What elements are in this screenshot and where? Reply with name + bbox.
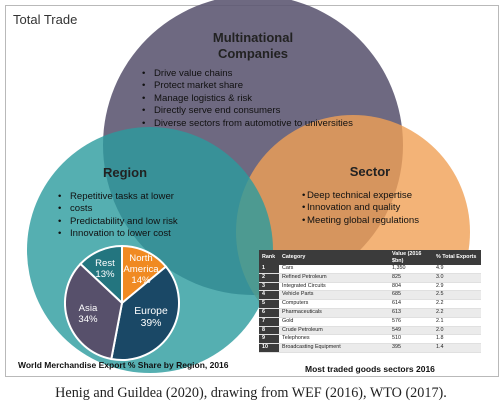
value-cell: 614 bbox=[389, 299, 433, 309]
pct-cell: 3.0 bbox=[433, 273, 481, 283]
value-cell: 613 bbox=[389, 308, 433, 318]
category-cell: Gold bbox=[279, 317, 389, 327]
sector-item: Innovation and quality bbox=[302, 202, 419, 215]
pie-label-rest-pct: 13% bbox=[95, 269, 115, 280]
category-cell: Broadcasting Equipment bbox=[279, 343, 389, 353]
rank-cell: 3 bbox=[259, 282, 279, 292]
pie-label-asia-pct: 34% bbox=[78, 314, 98, 325]
traded-goods-table: Rank Category Value (2016 $bn) % Total E… bbox=[259, 250, 481, 353]
multinational-item: Diverse sectors from automotive to unive… bbox=[141, 118, 353, 131]
category-cell: Integrated Circuits bbox=[279, 282, 389, 292]
value-cell: 395 bbox=[389, 343, 433, 353]
category-cell: Vehicle Parts bbox=[279, 290, 389, 301]
pie-caption: World Merchandise Export % Share by Regi… bbox=[18, 360, 229, 370]
pct-cell: 2.0 bbox=[433, 326, 481, 336]
pie-slice-europe bbox=[110, 265, 180, 361]
value-cell: 576 bbox=[389, 317, 433, 327]
value-cell: 804 bbox=[389, 282, 433, 292]
category-cell: Crude Petroleum bbox=[279, 326, 389, 336]
rank-cell: 6 bbox=[259, 308, 279, 318]
pie-label-rest: Rest 13% bbox=[85, 258, 125, 280]
region-item: Predictability and low risk bbox=[57, 216, 178, 229]
table-header-rank: Rank bbox=[259, 250, 279, 265]
pie-label-europe-pct: 39% bbox=[140, 318, 162, 329]
pie-label-na-pct: 14% bbox=[131, 275, 151, 286]
pct-cell: 1.4 bbox=[433, 343, 481, 353]
region-list: Repetitive tasks at lower costs Predicta… bbox=[57, 191, 178, 241]
pie-label-asia-name: Asia bbox=[78, 303, 98, 314]
pie-label-europe: Europe 39% bbox=[126, 306, 176, 330]
multinational-item: Drive value chains bbox=[141, 68, 353, 81]
rank-cell: 10 bbox=[259, 343, 279, 353]
rank-cell: 1 bbox=[259, 265, 279, 274]
region-export-pie bbox=[64, 244, 180, 361]
sector-item: Meeting global regulations bbox=[302, 215, 419, 228]
rank-cell: 7 bbox=[259, 317, 279, 327]
pct-cell: 2.5 bbox=[433, 290, 481, 301]
multinational-list: Drive value chains Protect market share … bbox=[141, 68, 353, 130]
pct-cell: 1.8 bbox=[433, 334, 481, 345]
value-cell: 1,350 bbox=[389, 265, 433, 274]
value-cell: 825 bbox=[389, 273, 433, 283]
sector-title: Sector bbox=[349, 164, 391, 179]
table-header-value: Value (2016 $bn) bbox=[389, 250, 433, 265]
region-item-continued: costs bbox=[57, 203, 178, 216]
attribution-caption: Henig and Guildea (2020), drawing from W… bbox=[55, 385, 447, 401]
sector-list: Deep technical expertise Innovation and … bbox=[302, 190, 419, 228]
category-cell: Telephones bbox=[279, 334, 389, 345]
rank-cell: 2 bbox=[259, 273, 279, 283]
pie-label-north-america: North America 14% bbox=[118, 253, 164, 286]
table-header-category: Category bbox=[279, 250, 389, 265]
multinational-item: Protect market share bbox=[141, 80, 353, 93]
table-header-pct: % Total Exports bbox=[433, 250, 481, 265]
pct-cell: 4.9 bbox=[433, 265, 481, 274]
pct-cell: 2.1 bbox=[433, 317, 481, 327]
pct-cell: 2.2 bbox=[433, 299, 481, 309]
region-item: Repetitive tasks at lower bbox=[57, 191, 178, 204]
pie-label-na-line2: America bbox=[123, 264, 159, 275]
category-cell: Cars bbox=[279, 265, 389, 274]
value-cell: 685 bbox=[389, 290, 433, 301]
pie-label-europe-name: Europe bbox=[134, 306, 168, 317]
rank-cell: 5 bbox=[259, 299, 279, 309]
multinational-item: Directly serve end consumers bbox=[141, 105, 353, 118]
multinational-title-line2: Companies bbox=[217, 46, 289, 61]
pie-label-na-line1: North bbox=[129, 253, 153, 264]
table-caption: Most traded goods sectors 2016 bbox=[305, 364, 435, 374]
region-item: Innovation to lower cost bbox=[57, 228, 178, 241]
pie-label-asia: Asia 34% bbox=[68, 303, 108, 325]
multinational-item: Manage logistics & risk bbox=[141, 93, 353, 106]
multinational-title-line1: Multinational bbox=[212, 30, 294, 45]
pie-slice-asia bbox=[64, 262, 124, 361]
pie-label-rest-name: Rest bbox=[95, 258, 115, 269]
category-cell: Computers bbox=[279, 299, 389, 309]
category-cell: Refined Petroleum bbox=[279, 273, 389, 283]
table-header-row: Rank Category Value (2016 $bn) % Total E… bbox=[259, 250, 481, 265]
category-cell: Pharmaceuticals bbox=[279, 308, 389, 318]
frame-title: Total Trade bbox=[13, 12, 78, 27]
region-title: Region bbox=[102, 165, 148, 180]
sector-item: Deep technical expertise bbox=[302, 190, 419, 203]
rank-cell: 9 bbox=[259, 334, 279, 345]
value-cell: 510 bbox=[389, 334, 433, 345]
value-cell: 549 bbox=[389, 326, 433, 336]
multinational-title: Multinational Companies bbox=[193, 30, 313, 62]
pct-cell: 2.9 bbox=[433, 282, 481, 292]
rank-cell: 4 bbox=[259, 290, 279, 301]
rank-cell: 8 bbox=[259, 326, 279, 336]
pct-cell: 2.2 bbox=[433, 308, 481, 318]
